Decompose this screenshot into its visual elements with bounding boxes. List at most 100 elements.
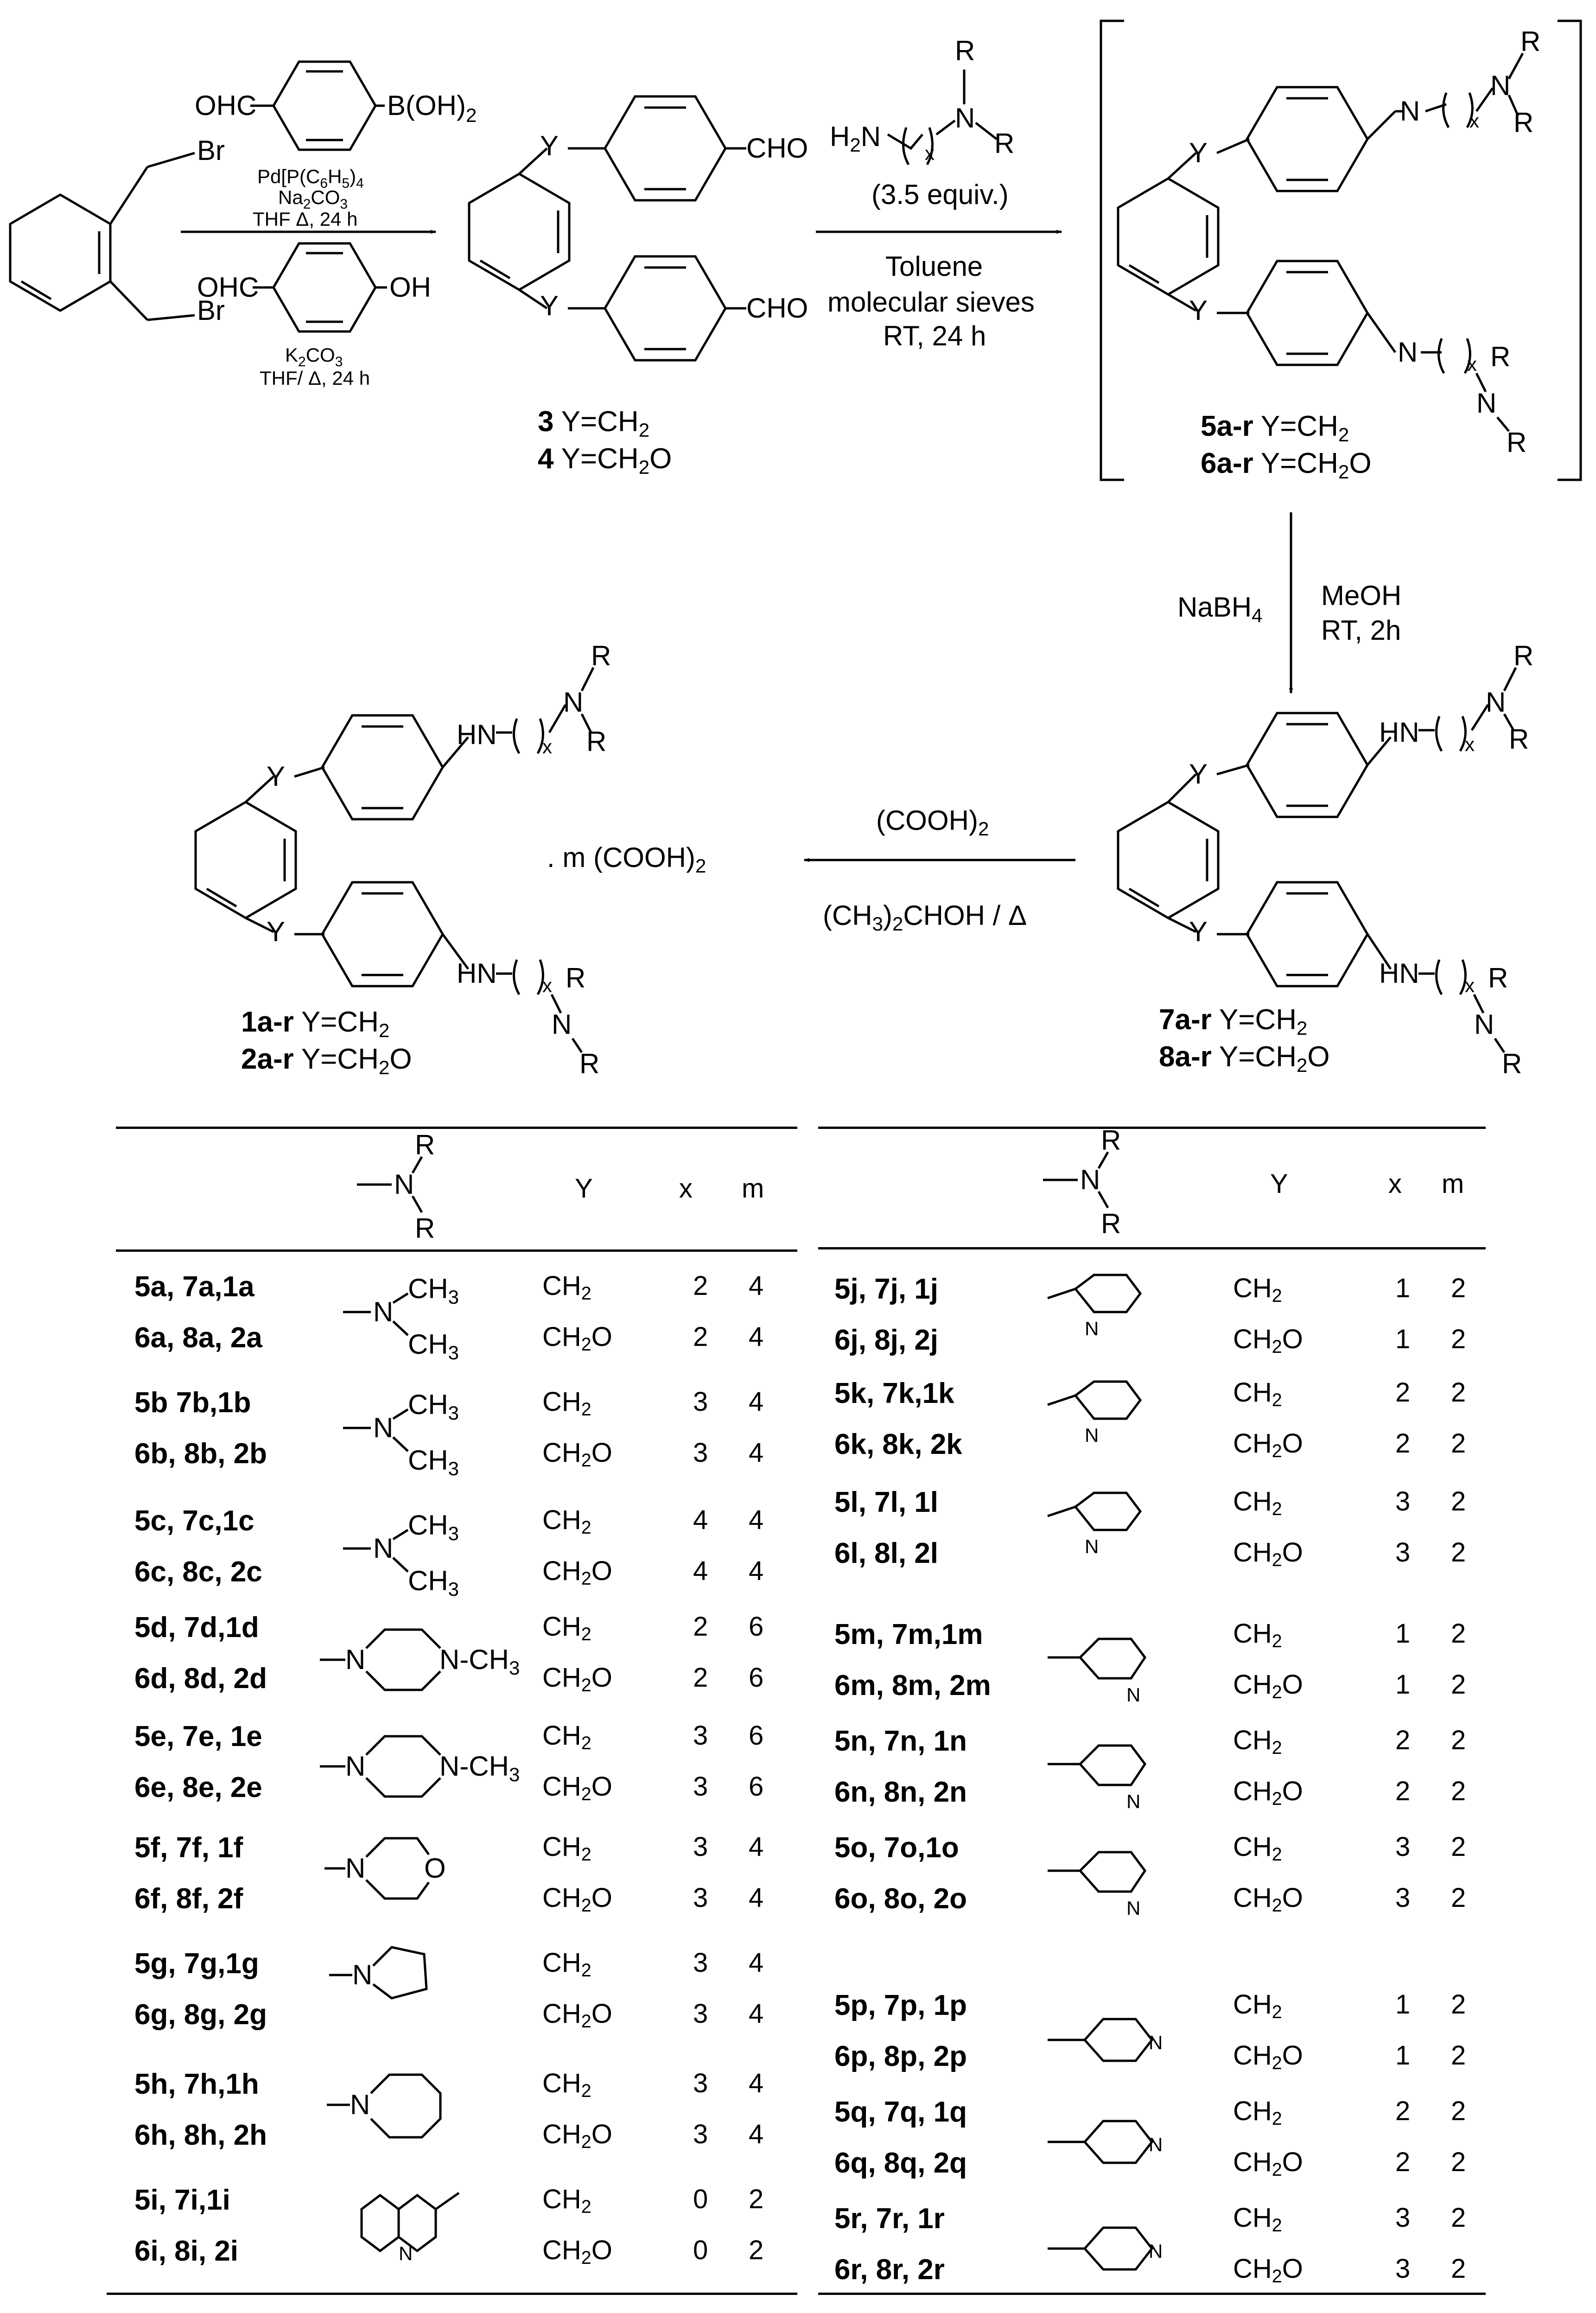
x-value: 1 [1395,1324,1411,1354]
m-value: 4 [749,1999,764,2029]
y-value: CH2O [542,2119,612,2152]
m-value: 2 [1451,1832,1466,1862]
compound-5-label: 5a-r Y=CH2 [1201,410,1349,446]
svg-text:N: N [1126,1791,1140,1812]
svg-text:N-CH3: N-CH3 [439,1644,520,1679]
m-value: 6 [749,1771,764,1802]
pyridin-4-yl-group: N [1048,2226,1163,2271]
m-value: 4 [749,1948,764,1978]
dimethylamino-group: N CH3 CH3 [343,1273,459,1364]
y-value: CH2O [1233,1669,1303,1702]
svg-text:R: R [591,640,611,671]
y-value: CH2 [542,1271,591,1304]
compound-ids: 5g, 7g,1g [134,1948,259,1980]
pyridin-3-yl-group: N [1048,1744,1147,1812]
compound-ids: 5p, 7p, 1p [834,1989,967,2021]
compound-ids: 6b, 8b, 2b [134,1438,267,1470]
svg-text:N: N [1476,388,1496,419]
compound-ids: 6f, 8f, 2f [134,1883,243,1915]
compound-3-label: 3 Y=CH2 [538,406,649,441]
x-value: 2 [1395,1725,1411,1755]
svg-text:x: x [1467,353,1477,375]
x-value: 3 [693,1832,708,1862]
m-value: 2 [1451,1377,1466,1408]
svg-text:HN: HN [457,719,497,750]
svg-text:x: x [925,142,935,164]
m-value: 4 [749,1505,764,1535]
y-value: CH2 [1233,1273,1282,1306]
compound-ids: 6a, 8a, 2a [134,1322,262,1354]
table-right-top-rule [818,1127,1486,1129]
compound-ids: 5l, 7l, 1l [834,1486,939,1518]
pyridin-2-yl-group: N [1047,1274,1142,1339]
svg-text:N: N [345,1644,365,1675]
svg-text:N: N [1149,2240,1163,2262]
compound-ids: 5k, 7k,1k [834,1377,954,1409]
acid-label: (COOH)2 [876,805,989,840]
compound-7-label: 7a-r Y=CH2 [1159,1004,1307,1039]
compound-ids: 5r, 7r, 1r [834,2203,945,2235]
morpholine-group: N O [324,1837,446,1900]
svg-text:N: N [1126,1897,1140,1919]
svg-text:x: x [1465,733,1475,755]
svg-text:B(OH)2: B(OH)2 [387,90,477,126]
compound-ids: 6q, 8q, 2q [834,2147,967,2179]
svg-text:CH3: CH3 [408,1273,459,1308]
svg-text:Y: Y [267,761,285,792]
catalyst-label: Pd[P(C6H5)4 [257,166,364,191]
x-value: 2 [1395,1377,1411,1408]
x-value: 2 [1395,2147,1411,2177]
svg-text:CHO: CHO [746,293,808,324]
reagent-2-ohc: OHC [197,272,259,303]
x-value: 0 [693,2184,708,2214]
dimethylamino-group: N CH3 CH3 [343,1389,459,1479]
condition-3-label: RT, 24 h [883,320,986,351]
y-value: CH2O [1233,2254,1303,2287]
acid-condition-label: (CH3)2CHOH / Δ [823,900,1027,935]
svg-text:Y: Y [1189,137,1208,168]
x-value: 4 [693,1556,708,1586]
m-value: 4 [749,1271,764,1301]
x-value: 1 [1395,2040,1411,2071]
x-value: 0 [693,2235,708,2265]
svg-text:R: R [579,1048,599,1079]
compound-ids: 5f, 7f, 1f [134,1832,243,1864]
x-value: 2 [1395,2096,1411,2126]
compound-ids: 5e, 7e, 1e [134,1720,262,1752]
x-value: 3 [1395,2254,1411,2284]
svg-text:R: R [1490,341,1510,372]
y-value: CH2O [542,1771,612,1804]
svg-text:R: R [1502,1048,1522,1079]
svg-text:N: N [1149,2032,1163,2053]
m-value: 2 [1451,1669,1466,1700]
svg-text:HN: HN [1379,958,1419,989]
m-value: 2 [1451,2040,1466,2071]
compound-ids: 6k, 8k, 2k [834,1428,962,1460]
svg-text:CH3: CH3 [408,1445,459,1479]
compound-ids: 5j, 7j, 1j [834,1273,939,1305]
x-value: 2 [1395,1428,1411,1459]
svg-text:x: x [1469,110,1479,132]
compound-ids: 5q, 7q, 1q [834,2096,967,2128]
x-value: 3 [693,2119,708,2149]
y-value: CH2 [542,1948,591,1981]
compound-4-label: 4 Y=CH2O [538,443,672,478]
x-value: 3 [1395,1883,1411,1913]
compound-ids: 5d, 7d,1d [134,1612,259,1644]
svg-text:N: N [1085,1318,1099,1339]
y-value: CH2 [542,1832,591,1865]
svg-text:R: R [1101,1208,1121,1239]
pyridin-4-yl-group: N [1048,2120,1163,2164]
svg-text:N: N [373,1533,393,1564]
condition-2-label: THF/ Δ, 24 h [260,367,370,389]
y-value: CH2O [542,1663,612,1695]
y-value: CH2O [542,1322,612,1355]
svg-text:R: R [1509,724,1529,755]
atom-br: Br [197,295,225,326]
compound-ids: 6j, 8j, 2j [834,1324,939,1356]
salt-structure: Y HN x N R R Y HN x R N R [196,640,611,1079]
atom-br: Br [197,135,225,166]
x-value: 3 [693,1438,708,1468]
y-value: CH2O [542,2235,612,2268]
m-value: 2 [1451,1776,1466,1806]
